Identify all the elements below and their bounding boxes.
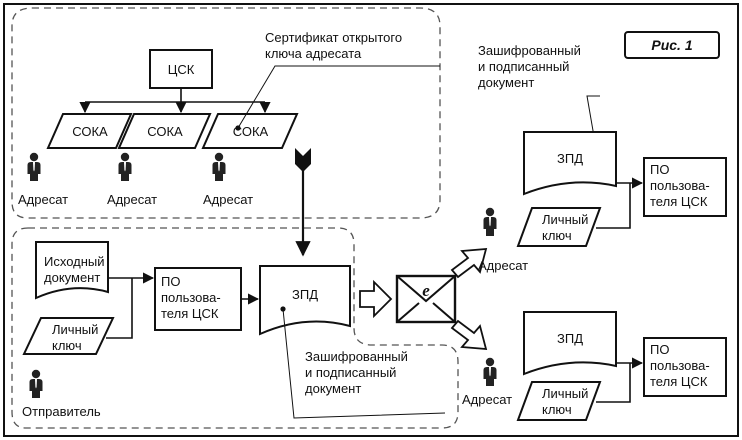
source-document-line-2: документ: [44, 270, 101, 285]
sender-caption-line-1: Зашифрованный: [305, 349, 408, 364]
deliver-arrow-top-icon: [450, 247, 488, 279]
envelope-icon: [395, 274, 457, 324]
soka-node-3: [201, 113, 299, 149]
recipient-top-encrypted-document: [523, 131, 617, 196]
recipient-caption-line-1: Зашифрованный: [478, 43, 581, 58]
sender-encrypted-document: [259, 265, 351, 336]
recipient-top-software-line-1: ПО: [650, 162, 670, 177]
recipient-bottom-software-line-1: ПО: [650, 342, 670, 357]
outer-frame: [3, 3, 739, 437]
recipient-bottom-software-line-2: пользова-: [650, 358, 710, 373]
recipient-top-software-line-3: теля ЦСК: [650, 194, 708, 209]
recipient-caption-line-2: и подписанный: [478, 59, 570, 74]
recipient-bottom-key-line-2: ключ: [542, 402, 572, 417]
deliver-arrow-bottom-icon: [450, 319, 488, 351]
sender-key-line-1: Личный: [52, 322, 99, 337]
recipient-label-3: Адресат: [203, 192, 254, 207]
issuer-group-outline: [11, 7, 441, 219]
sender-encrypted-label: ЗПД: [292, 287, 318, 302]
recipient-bottom-person-icon: [483, 357, 497, 386]
sender-caption-line-2: и подписанный: [305, 365, 397, 380]
sender-caption-line-3: документ: [305, 381, 362, 396]
certificate-caption-line-2: ключа адресата: [265, 46, 362, 61]
soka-label-2: СОКА: [147, 124, 183, 139]
recipient-top-key-shape: [516, 207, 602, 247]
envelope-glyph: e: [422, 281, 430, 300]
recipient-bottom-encrypted-label: ЗПД: [557, 331, 583, 346]
recipient-top-software-line-2: пользова-: [650, 178, 710, 193]
recipient-top-person-icon: [483, 207, 497, 236]
recipient-top-software-box: [643, 157, 727, 217]
recipient-bottom-key-shape: [516, 381, 602, 421]
sender-software-line-2: пользова-: [161, 290, 221, 305]
recipient-person-icon-2: [118, 152, 132, 181]
recipient-label-1: Адресат: [18, 192, 69, 207]
recipient-top-key-line-2: ключ: [542, 228, 572, 243]
sender-label: Отправитель: [22, 404, 101, 419]
sender-software-line-1: ПО: [161, 274, 181, 289]
recipient-bottom-encrypted-document: [523, 311, 617, 376]
soka-node-1: [46, 113, 133, 149]
recipient-person-icon-3: [212, 152, 226, 181]
recipient-person-icon-1: [27, 152, 41, 181]
source-document-shape: [35, 241, 109, 300]
ca-box-label: ЦСК: [167, 62, 195, 77]
soka-node-2: [117, 113, 212, 149]
soka-label-3: СОКА: [232, 124, 269, 139]
recipient-caption-line-3: документ: [478, 75, 535, 90]
sender-caption-leader: [282, 308, 446, 419]
source-document-line-1: Исходный: [44, 254, 105, 269]
figure-label: Рис. 1: [624, 31, 720, 59]
recipient-bottom-key-line-1: Личный: [542, 386, 589, 401]
recipient-top-key-line-1: Личный: [542, 212, 589, 227]
recipient-label-2: Адресат: [107, 192, 158, 207]
arrow-feather-icon: [295, 148, 311, 172]
sender-group-outline: [11, 227, 459, 429]
ca-box: [149, 49, 213, 89]
recipient-top-person-label: Адресат: [478, 258, 529, 273]
recipient-bottom-software-line-3: теля ЦСК: [650, 374, 708, 389]
sender-key-shape: [22, 317, 115, 355]
send-arrow-icon: [359, 279, 393, 319]
soka-label-1: СОКА: [72, 124, 108, 139]
sender-software-box: [154, 267, 242, 331]
certificate-caption-line-1: Сертификат открытого: [265, 30, 403, 45]
recipient-top-encrypted-label: ЗПД: [557, 151, 583, 166]
recipient-bottom-software-box: [643, 337, 727, 397]
sender-software-line-3: теля ЦСК: [161, 306, 219, 321]
sender-person-icon: [29, 369, 43, 398]
recipient-bottom-person-label: Адресат: [462, 392, 513, 407]
certificate-leader-line: [237, 65, 440, 129]
recipient-caption-leader: [586, 95, 600, 149]
sender-key-line-2: ключ: [52, 338, 82, 353]
